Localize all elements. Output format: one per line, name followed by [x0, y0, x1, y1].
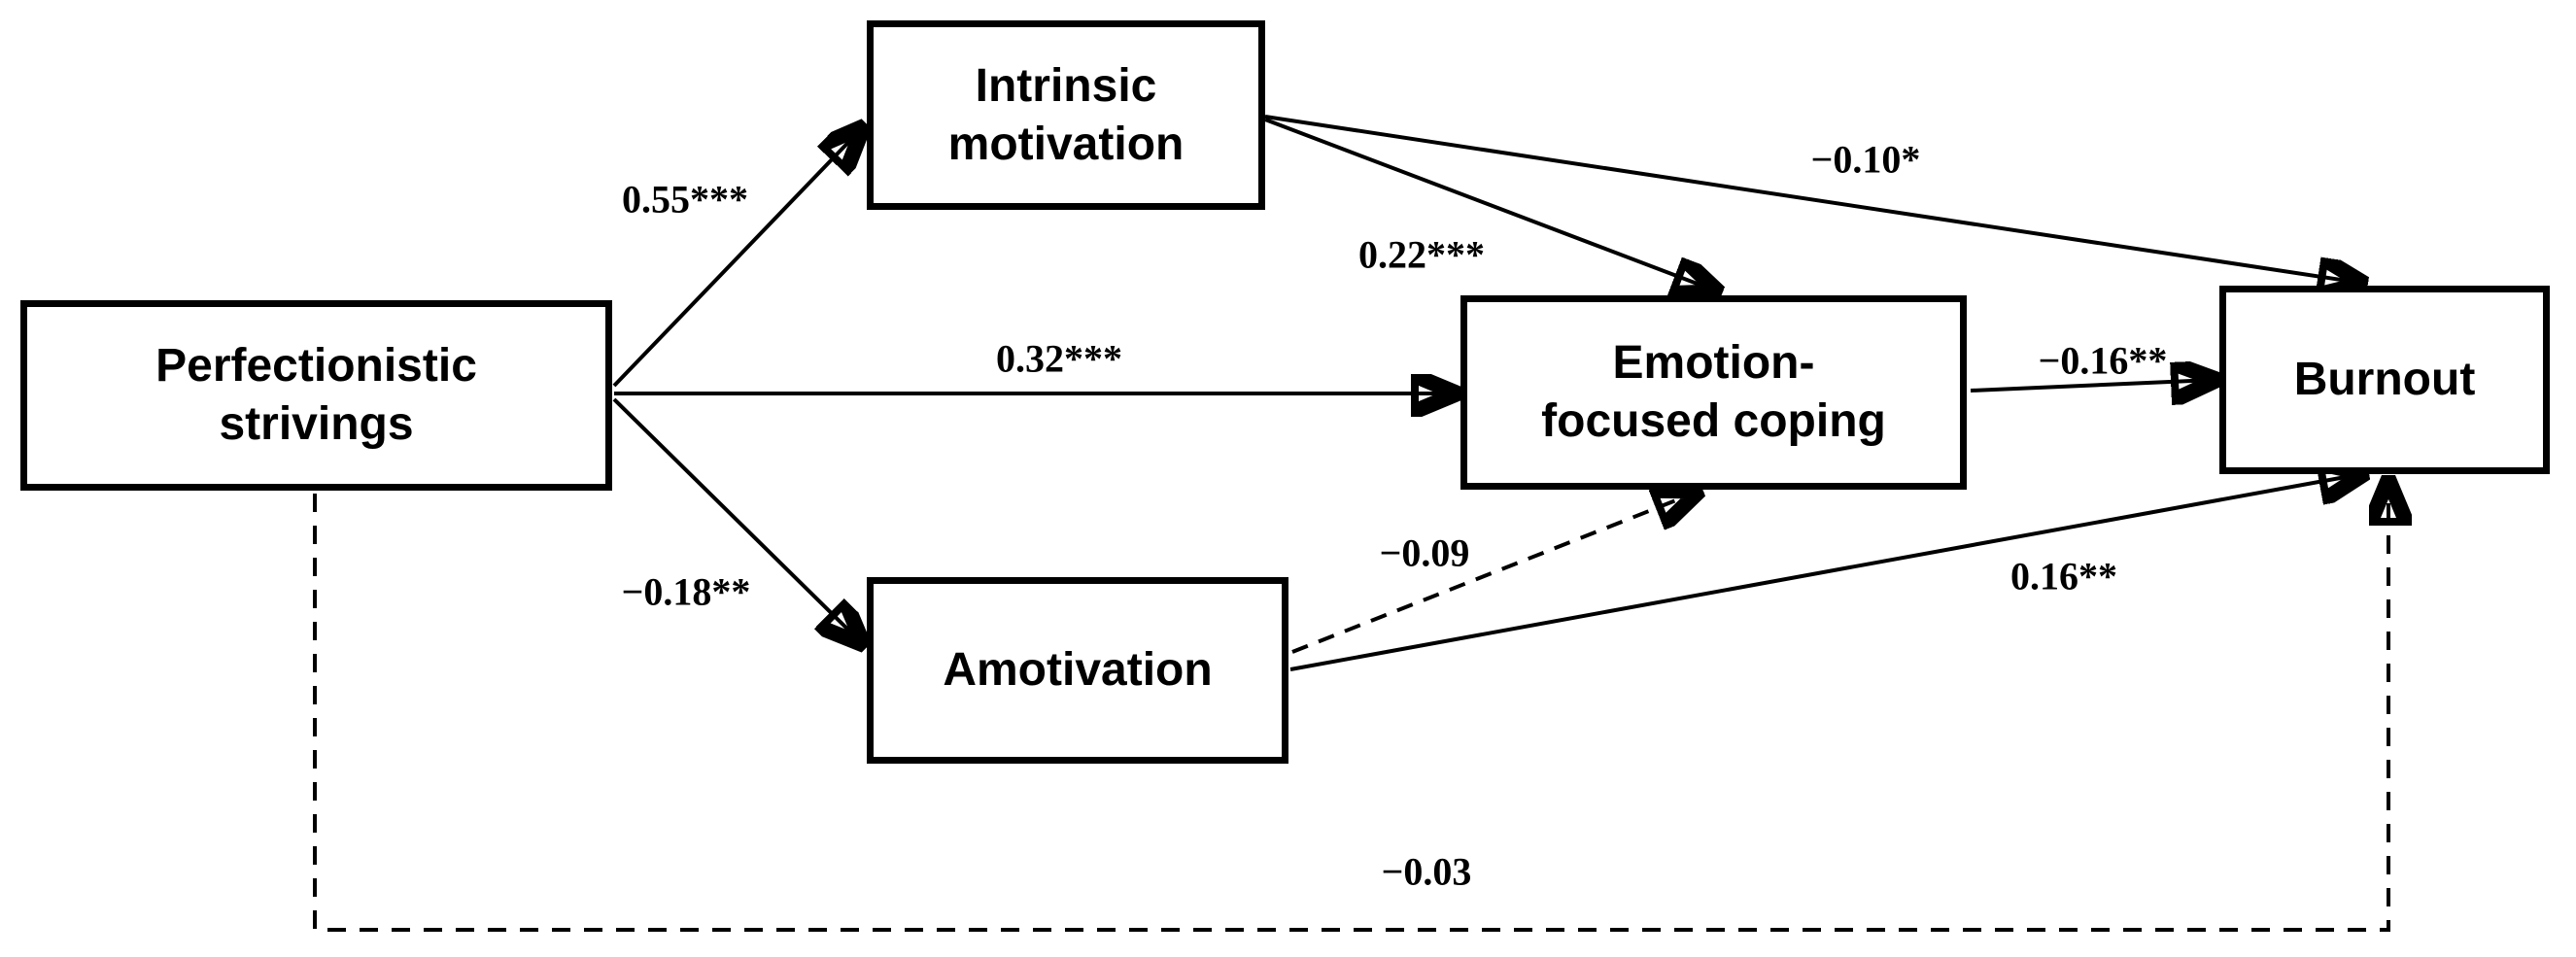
coefficient-amotivation-to-coping: −0.09	[1379, 530, 1470, 575]
arrow-intrinsic-to-coping	[1264, 118, 1715, 291]
arrow-amotivation-to-coping	[1291, 493, 1696, 654]
node-perfectionistic-strivings: Perfectionistic strivings	[20, 300, 612, 491]
node-emotion-focused-coping: Emotion- focused coping	[1460, 295, 1967, 490]
node-amotivation: Amotivation	[867, 577, 1288, 764]
arrow-ps-to-amotivation	[612, 397, 861, 642]
coefficient-amotivation-to-burnout: 0.16**	[2010, 554, 2117, 598]
node-intrinsic-motivation-label: Intrinsic motivation	[947, 59, 1185, 170]
arrow-amotivation-to-burnout	[1289, 474, 2361, 671]
node-amotivation-label: Amotivation	[943, 644, 1213, 696]
node-perfectionistic-strivings-label: Perfectionistic strivings	[155, 340, 477, 450]
node-emotion-focused-coping-label: Emotion- focused coping	[1541, 337, 1886, 447]
arrow-ps-to-burnout	[313, 483, 2388, 932]
arrow-intrinsic-to-burnout	[1264, 115, 2360, 283]
coefficient-ps-to-amotivation: −0.18**	[621, 569, 751, 614]
coefficient-ps-to-intrinsic: 0.55***	[622, 177, 748, 222]
coefficient-intrinsic-to-burnout: −0.10*	[1810, 137, 1921, 182]
coefficient-ps-to-coping: 0.32***	[996, 336, 1122, 381]
node-burnout: Burnout	[2219, 286, 2550, 474]
arrow-ps-to-intrinsic	[612, 129, 861, 388]
coefficient-coping-to-burnout: −0.16**	[2038, 338, 2168, 383]
coefficient-ps-to-burnout: −0.03	[1381, 849, 1472, 894]
coefficient-intrinsic-to-coping: 0.22***	[1358, 232, 1485, 277]
node-intrinsic-motivation: Intrinsic motivation	[867, 20, 1265, 210]
node-burnout-label: Burnout	[2293, 354, 2476, 405]
arrow-coping-to-burnout	[1970, 380, 2214, 391]
